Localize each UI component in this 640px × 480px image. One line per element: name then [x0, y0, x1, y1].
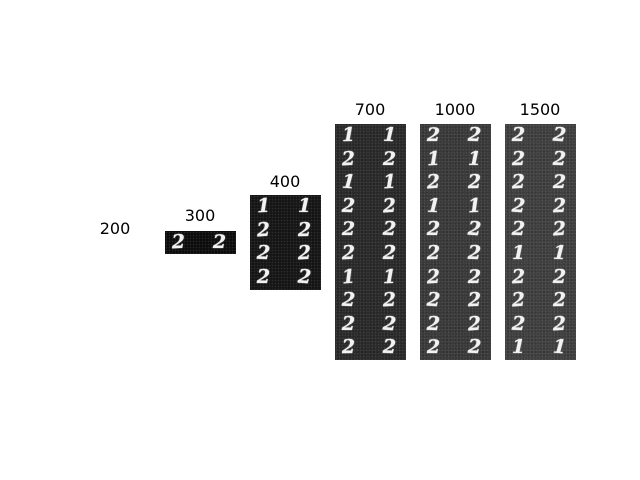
digit-sample: 2 [426, 288, 441, 312]
digit-sample: 1 [511, 242, 526, 264]
digit-sample: 2 [511, 312, 526, 336]
digit-sample: 2 [552, 147, 567, 170]
digit-sample: 2 [467, 312, 482, 336]
digit-sample: 2 [426, 218, 441, 241]
digit-sample: 2 [256, 218, 271, 242]
digit-sample: 1 [341, 265, 356, 289]
digit-sample: 1 [341, 170, 356, 194]
digit-sample: 2 [382, 336, 397, 359]
digit-sample: 2 [382, 194, 397, 218]
digit-sample: 2 [552, 289, 567, 312]
digit-sample: 2 [552, 171, 567, 194]
panel-title-200: 200 [99, 219, 131, 238]
digit-sample: 2 [511, 170, 526, 194]
digit-sample: 2 [297, 265, 312, 289]
digit-sample: 2 [511, 218, 526, 241]
digit-sample: 2 [552, 312, 567, 336]
digit-sample: 1 [297, 195, 312, 218]
digit-sample: 2 [297, 241, 312, 265]
panel-title-700: 700 [354, 100, 386, 119]
digit-sample: 2 [256, 241, 271, 265]
digit-sample: 1 [382, 170, 397, 194]
digit-sample: 2 [511, 265, 526, 288]
digit-sample: 1 [552, 335, 567, 359]
digit-sample: 2 [341, 218, 356, 241]
digit-sample: 2 [552, 194, 567, 218]
digit-sample: 2 [467, 265, 482, 288]
digit-sample: 2 [382, 218, 397, 241]
digit-sample: 2 [552, 217, 567, 241]
digit-sample: 2 [511, 194, 526, 218]
digit-sample: 2 [467, 241, 482, 265]
digit-sample: 2 [212, 231, 227, 253]
panel-title-300: 300 [184, 206, 216, 225]
digit-sample: 2 [341, 194, 356, 218]
digit-sample: 2 [297, 218, 312, 241]
digit-sample: 1 [467, 147, 482, 170]
digit-sample: 2 [382, 147, 397, 170]
digit-sample: 1 [426, 194, 441, 218]
digit-sample: 2 [426, 265, 441, 288]
digit-sample: 2 [341, 336, 356, 359]
digit-sample: 2 [467, 171, 482, 194]
panel-title-1500: 1500 [519, 100, 561, 119]
digit-sample: 2 [552, 124, 567, 147]
digit-sample: 1 [256, 195, 271, 218]
panel-title-1000: 1000 [434, 100, 476, 119]
digit-sample: 2 [426, 124, 441, 146]
digit-sample: 1 [382, 124, 397, 147]
digit-sample: 2 [382, 312, 397, 336]
digit-sample: 1 [426, 147, 441, 170]
digit-sample: 2 [341, 288, 356, 312]
digit-sample: 2 [426, 312, 441, 336]
digit-sample: 2 [426, 241, 441, 265]
digit-sample: 2 [171, 231, 186, 254]
panel-title-400: 400 [269, 172, 301, 191]
digit-sample: 2 [467, 288, 482, 312]
digit-sample: 2 [467, 336, 482, 359]
digit-sample: 2 [341, 312, 356, 335]
digit-sample: 2 [426, 170, 441, 194]
digit-sample: 2 [552, 265, 567, 288]
digit-sample: 1 [382, 265, 397, 288]
digit-sample: 2 [382, 241, 397, 265]
digit-sample: 2 [256, 265, 271, 288]
digit-sample: 2 [382, 288, 397, 312]
digit-sample: 2 [426, 336, 441, 359]
digit-sample: 2 [467, 124, 482, 147]
digit-sample: 2 [467, 217, 482, 241]
digit-sample: 2 [511, 124, 526, 147]
digit-sample: 1 [511, 336, 526, 359]
digit-sample: 1 [467, 194, 482, 218]
digit-sample: 1 [341, 124, 356, 147]
digit-sample: 2 [511, 288, 526, 312]
digit-sample: 1 [552, 241, 567, 265]
digit-sample: 2 [341, 241, 356, 265]
digit-sample: 2 [341, 147, 356, 170]
digit-sample: 2 [511, 147, 526, 170]
